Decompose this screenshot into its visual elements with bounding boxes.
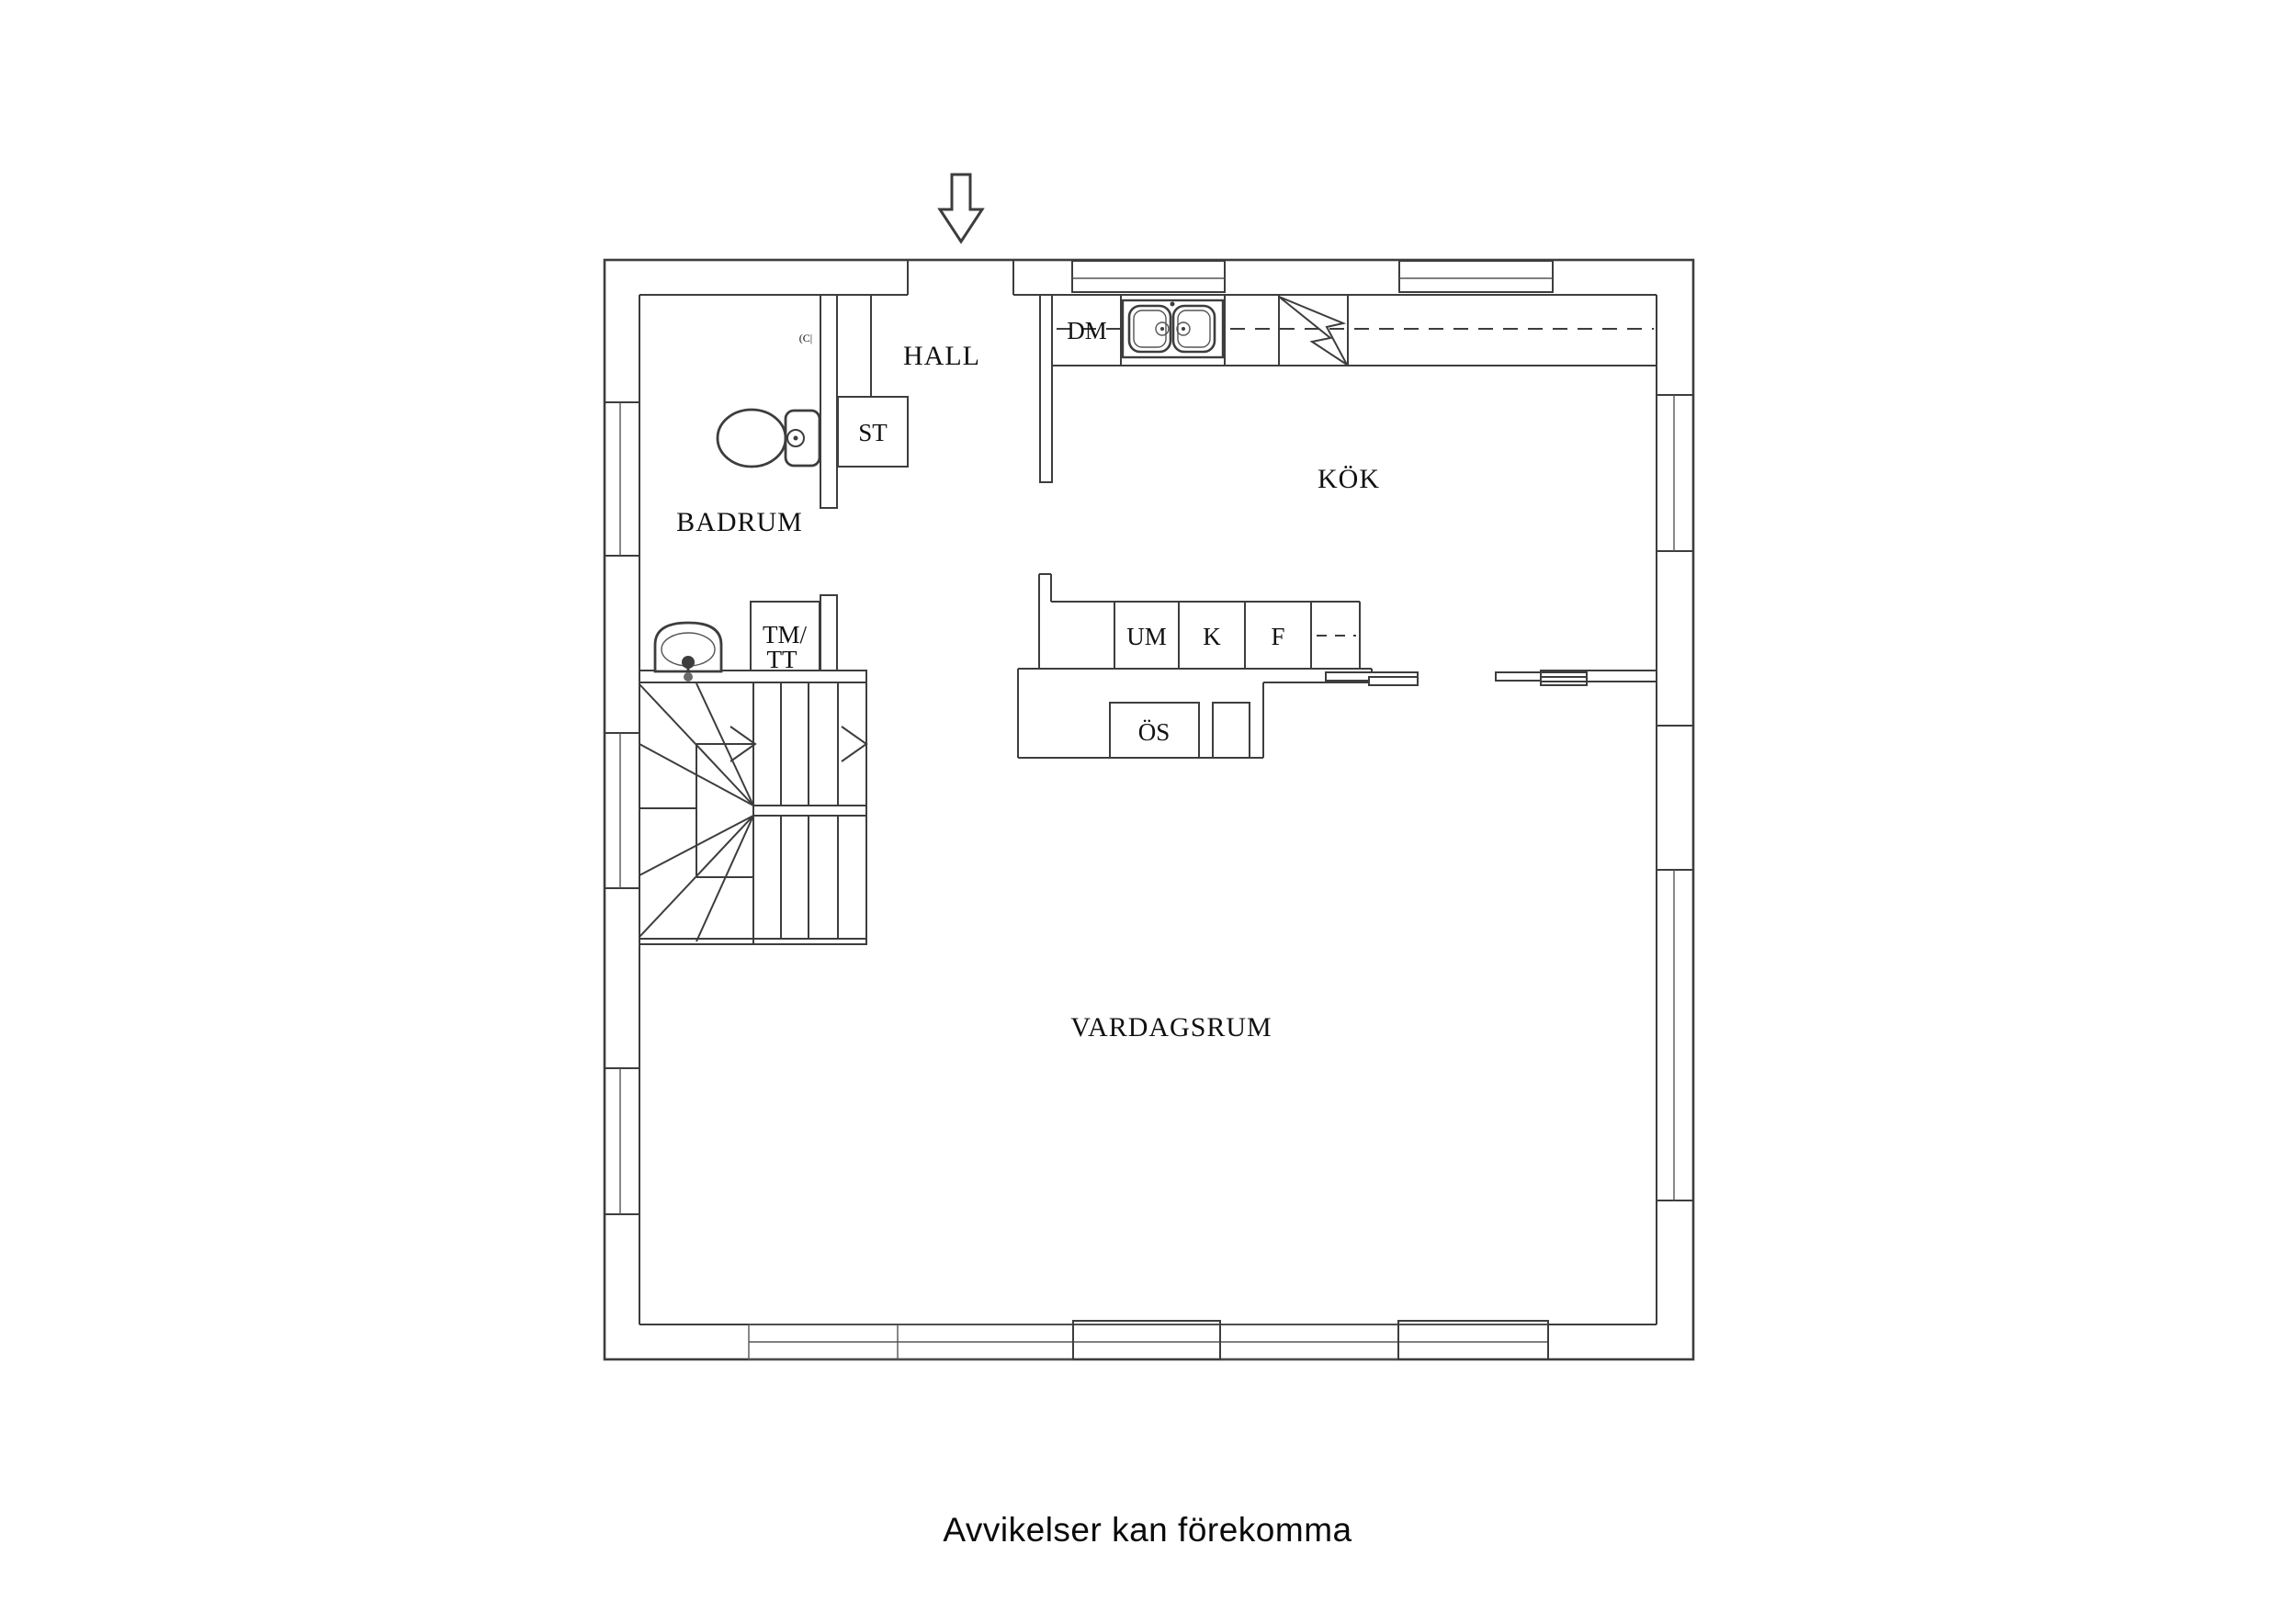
label-fridge-k: K: [1203, 623, 1221, 650]
window-symbol: [604, 1067, 640, 1215]
washbasin-drain: [684, 672, 693, 682]
stairs-winder-box: [696, 743, 753, 878]
room-label-bathroom: BADRUM: [676, 507, 803, 537]
toilet-flush-dot: [793, 435, 798, 441]
window-symbol: [604, 732, 640, 889]
double-sink-icon: [1121, 299, 1225, 359]
sink-tap-left-dot: [1160, 327, 1164, 331]
kitchen-walls: [1017, 294, 1657, 759]
kitchen-small-box: [1212, 702, 1250, 759]
stairs-symbol: [639, 682, 868, 945]
sink-basin-left: [1127, 304, 1172, 354]
toilet-tank: [784, 409, 821, 468]
sliding-door-leaf: [1368, 676, 1419, 686]
washer-dryer-box: [750, 601, 820, 671]
toilet-flush: [786, 429, 805, 447]
cabinet-dividers: [1114, 602, 1361, 669]
counter-dividers: [1120, 295, 1349, 366]
bathroom-walls: [639, 294, 909, 683]
stairs-mid-landing: [639, 805, 866, 817]
window-symbol: [1071, 260, 1226, 293]
pocket-door-wall: [1540, 670, 1657, 682]
window-symbol: [1072, 1320, 1221, 1360]
window-symbol: [1397, 1320, 1549, 1360]
label-freezer-f: F: [1271, 623, 1284, 650]
sink-tap-right-dot: [1182, 327, 1185, 331]
stairs-winder-lower: [639, 815, 754, 942]
stove-lightning-icon: [1278, 296, 1348, 366]
window-symbol: [1656, 869, 1694, 1201]
bathroom-east-wall-stub: [820, 594, 838, 671]
sink-basin-right: [1171, 304, 1216, 354]
sliding-door-symbol: [1325, 670, 1693, 727]
disclaimer-text: Avvikelser kan förekomma: [943, 1511, 1352, 1549]
os-unit-box: [1109, 702, 1200, 759]
kitchen-peninsula-wall: [1017, 573, 1373, 759]
window-symbol: [1656, 394, 1694, 552]
stairs-direction-arrow: [730, 726, 757, 762]
room-label-hall: HALL: [903, 341, 980, 371]
sink-basin-left-inner: [1133, 310, 1167, 348]
label-closet-st: ST: [858, 419, 888, 446]
label-washer-line2: TT: [767, 646, 797, 673]
window-symbol: [604, 401, 640, 557]
stairs-treads: [780, 682, 839, 939]
toilet-bowl: [716, 408, 787, 468]
sink-mixer-dot: [1170, 301, 1175, 307]
stairs-winder-upper: [639, 682, 754, 806]
stairs-direction-arrow: [841, 726, 868, 762]
door-detail-mark: (C|: [799, 332, 812, 344]
room-label-living-room: VARDAGSRUM: [1070, 1012, 1272, 1043]
closet-st-box: [837, 396, 909, 468]
label-microwave-um: UM: [1126, 623, 1167, 650]
hall-kitchen-wall: [1039, 294, 1053, 483]
sink-tap-right: [1176, 321, 1191, 336]
right-wall-step: [1656, 682, 1693, 727]
room-label-kitchen: KÖK: [1318, 464, 1380, 494]
washbasin-body: [653, 621, 723, 673]
washbasin-icon: [653, 621, 723, 682]
sink-basin-right-inner: [1177, 310, 1211, 348]
toilet-icon: [716, 408, 821, 468]
label-os-unit: ÖS: [1138, 718, 1171, 746]
window-symbol: [1398, 260, 1554, 293]
label-washer-line1: TM/: [763, 621, 808, 648]
bathroom-east-wall: [820, 294, 838, 509]
sink-tap-left: [1155, 321, 1170, 336]
label-dishwasher-dm: DM: [1067, 317, 1107, 344]
entrance-arrow-icon: [937, 173, 985, 244]
